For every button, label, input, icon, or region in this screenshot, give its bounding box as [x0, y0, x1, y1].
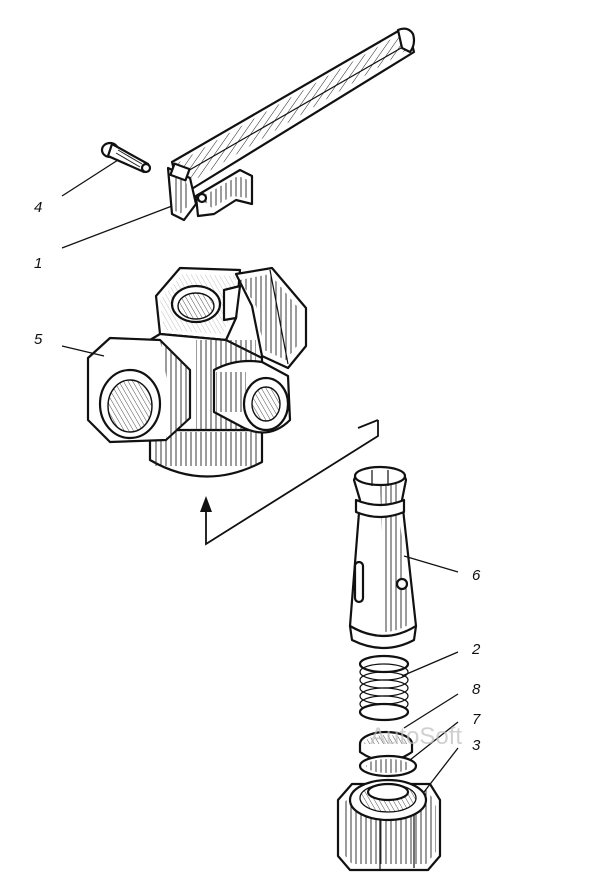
plug-part — [348, 465, 418, 650]
leader-lines — [61, 159, 459, 793]
callout-8: 8 — [472, 681, 481, 698]
assembly-arrow — [200, 419, 379, 546]
pin-part — [100, 141, 152, 174]
callout-1: 1 — [34, 255, 42, 272]
callout-3: 3 — [472, 737, 481, 754]
nut-part — [336, 778, 442, 872]
callout-5: 5 — [34, 331, 43, 348]
valve-body-part — [86, 266, 308, 478]
handle-part — [166, 27, 416, 222]
callout-4: 4 — [34, 199, 42, 216]
callout-6: 6 — [472, 567, 481, 584]
callout-2: 2 — [471, 641, 481, 658]
spring-part — [358, 654, 410, 722]
callout-7: 7 — [472, 711, 481, 728]
washer-part — [358, 730, 418, 778]
watermark-text: AutoSoft — [370, 723, 462, 750]
